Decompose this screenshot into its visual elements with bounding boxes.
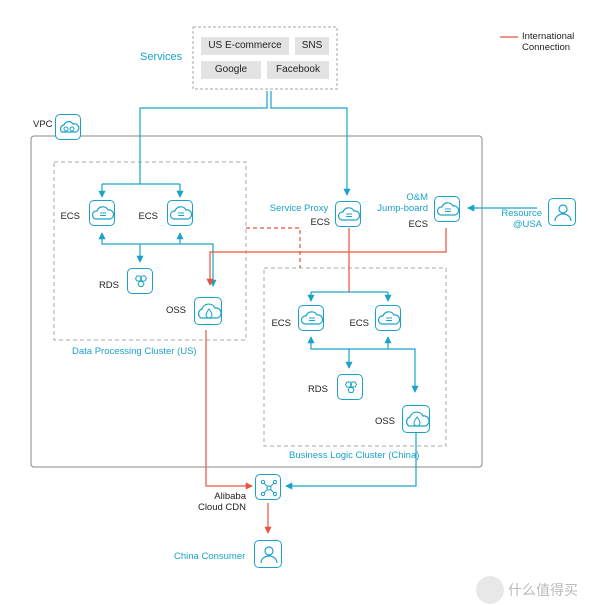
china-cluster-box — [263, 267, 447, 447]
database-icon — [337, 374, 363, 400]
om-ecs-label: ECS — [408, 219, 428, 230]
service-google: Google — [201, 61, 261, 79]
service-sns: SNS — [295, 37, 329, 55]
person-icon — [254, 540, 282, 568]
database-icon — [127, 268, 153, 294]
cloud-server-icon — [335, 201, 361, 227]
cdn-label: Alibaba Cloud CDN — [197, 491, 246, 513]
cdn-network-icon — [255, 474, 281, 500]
storage-cloud-icon — [402, 405, 430, 433]
cn-ecs2-label: ECS — [349, 318, 369, 329]
cn-ecs1-label: ECS — [271, 318, 291, 329]
us-cluster-label: Data Processing Cluster (US) — [72, 346, 197, 357]
om-title: O&M Jump-board — [377, 192, 428, 214]
storage-cloud-icon — [194, 297, 222, 325]
line-china-oss-cdn — [285, 432, 417, 490]
us-ecs2-label: ECS — [138, 211, 158, 222]
vpc-box — [30, 135, 483, 468]
vpc-cloud-icon — [55, 114, 81, 140]
vpc-label: VPC — [33, 119, 53, 130]
us-ecs1-label: ECS — [60, 211, 80, 222]
cloud-server-icon — [89, 200, 115, 226]
us-cluster-box — [53, 161, 247, 341]
line-services-proxy — [270, 91, 351, 196]
watermark-logo-icon — [476, 576, 504, 604]
services-title: Services — [140, 51, 183, 63]
proxy-title: Service Proxy — [269, 203, 329, 214]
service-facebook: Facebook — [267, 61, 329, 79]
cloud-server-icon — [298, 305, 324, 331]
red-us-oss-cdn — [205, 330, 253, 490]
cn-oss-label: OSS — [374, 416, 395, 427]
legend-label: International Connection — [522, 31, 575, 53]
proxy-ecs-label: ECS — [310, 217, 330, 228]
cloud-server-icon — [434, 196, 460, 222]
us-oss-label: OSS — [165, 305, 186, 316]
services-box — [192, 26, 338, 90]
cn-rds-label: RDS — [307, 384, 328, 395]
cloud-server-icon — [375, 305, 401, 331]
line-services-us — [139, 91, 268, 184]
watermark: 什么值得买 — [508, 582, 578, 598]
cloud-server-icon — [167, 200, 193, 226]
service-us-ecommerce: US E-commerce — [201, 37, 289, 55]
red-om-oss — [206, 228, 447, 286]
china-cluster-label: Business Logic Cluster (China) — [289, 450, 420, 461]
red-dashed-link — [246, 227, 301, 268]
consumer-label: China Consumer — [174, 551, 246, 562]
resource-label: Resource @USA — [501, 208, 542, 230]
person-icon — [548, 198, 576, 226]
us-rds-label: RDS — [98, 280, 119, 291]
